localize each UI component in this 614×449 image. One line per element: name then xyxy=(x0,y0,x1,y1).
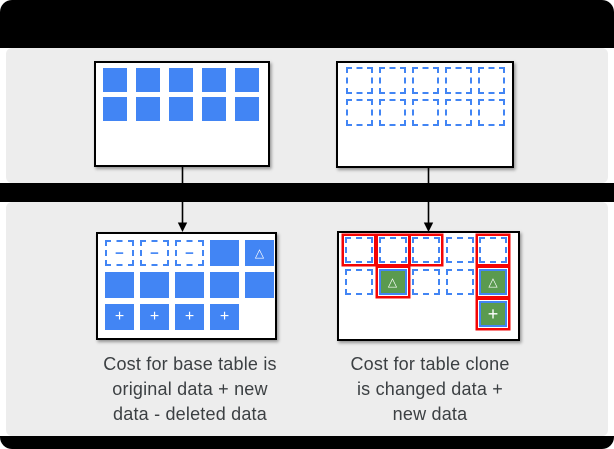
new-data-block: + xyxy=(105,304,134,330)
table-clone-cost-caption: Cost for table clone is changed data + n… xyxy=(350,354,510,424)
original-data-block xyxy=(136,68,160,92)
new-data-block: + xyxy=(140,304,169,330)
original-data-block xyxy=(169,68,193,92)
clone-changed-data-block: △ xyxy=(378,269,407,295)
empty-data-block xyxy=(379,67,406,94)
middle-timeline-bar xyxy=(0,183,614,202)
new-data-block: + xyxy=(210,304,239,330)
empty-data-block xyxy=(445,269,474,295)
plus-icon: + xyxy=(184,308,195,325)
base-table-original-box xyxy=(94,61,270,167)
empty-data-block xyxy=(445,99,472,126)
bottom-timeline-bar xyxy=(0,436,614,449)
arrow-down-left-icon xyxy=(177,167,188,232)
empty-data-block xyxy=(346,99,373,126)
clone-new-data-block: + xyxy=(479,301,507,327)
base-table-cost-caption: Cost for base table is original data + n… xyxy=(103,354,277,424)
empty-data-block xyxy=(412,99,439,126)
changed-data-block: △ xyxy=(245,240,274,266)
minus-icon: − xyxy=(115,244,124,262)
minus-icon: − xyxy=(185,244,194,262)
empty-data-block xyxy=(412,67,439,94)
original-data-block xyxy=(103,97,127,121)
triangle-icon: △ xyxy=(488,275,498,289)
original-data-block xyxy=(235,68,259,92)
clone-referenced-block xyxy=(412,237,440,263)
original-data-block xyxy=(202,97,226,121)
empty-data-block xyxy=(346,67,373,94)
base-table-after-changes-box: − − − △ + + + + xyxy=(96,232,277,340)
top-timeline-bar xyxy=(0,0,614,48)
original-data-block xyxy=(210,240,239,266)
table-clone-initial-box xyxy=(336,61,514,168)
clone-referenced-block xyxy=(378,237,407,263)
plus-icon: + xyxy=(114,308,125,325)
clone-changed-data-block: △ xyxy=(479,269,507,295)
original-data-block xyxy=(140,272,169,298)
original-data-block xyxy=(169,97,193,121)
clone-referenced-block xyxy=(479,237,507,263)
empty-data-block xyxy=(478,67,505,94)
empty-data-block xyxy=(379,99,406,126)
arrow-down-right-icon xyxy=(423,168,434,232)
table-clone-after-changes-box: △ △ + xyxy=(337,231,520,341)
plus-icon: + xyxy=(487,304,499,324)
triangle-icon: △ xyxy=(254,246,265,260)
deleted-data-block: − xyxy=(175,240,204,266)
deleted-data-block: − xyxy=(105,240,134,266)
empty-data-block xyxy=(445,67,472,94)
plus-icon: + xyxy=(149,308,160,325)
triangle-icon: △ xyxy=(387,275,398,289)
empty-data-block xyxy=(478,99,505,126)
original-data-block xyxy=(175,272,204,298)
original-data-block xyxy=(202,68,226,92)
deleted-data-block: − xyxy=(140,240,169,266)
original-data-block xyxy=(105,272,134,298)
clone-referenced-block xyxy=(345,237,373,263)
empty-data-block xyxy=(345,269,373,295)
original-data-block xyxy=(136,97,160,121)
minus-icon: − xyxy=(150,244,159,262)
new-data-block: + xyxy=(175,304,204,330)
original-data-block xyxy=(245,272,274,298)
plus-icon: + xyxy=(219,308,230,325)
empty-data-block xyxy=(412,269,440,295)
empty-data-block xyxy=(445,237,474,263)
original-data-block xyxy=(103,68,127,92)
original-data-block xyxy=(210,272,239,298)
original-data-block xyxy=(235,97,259,121)
